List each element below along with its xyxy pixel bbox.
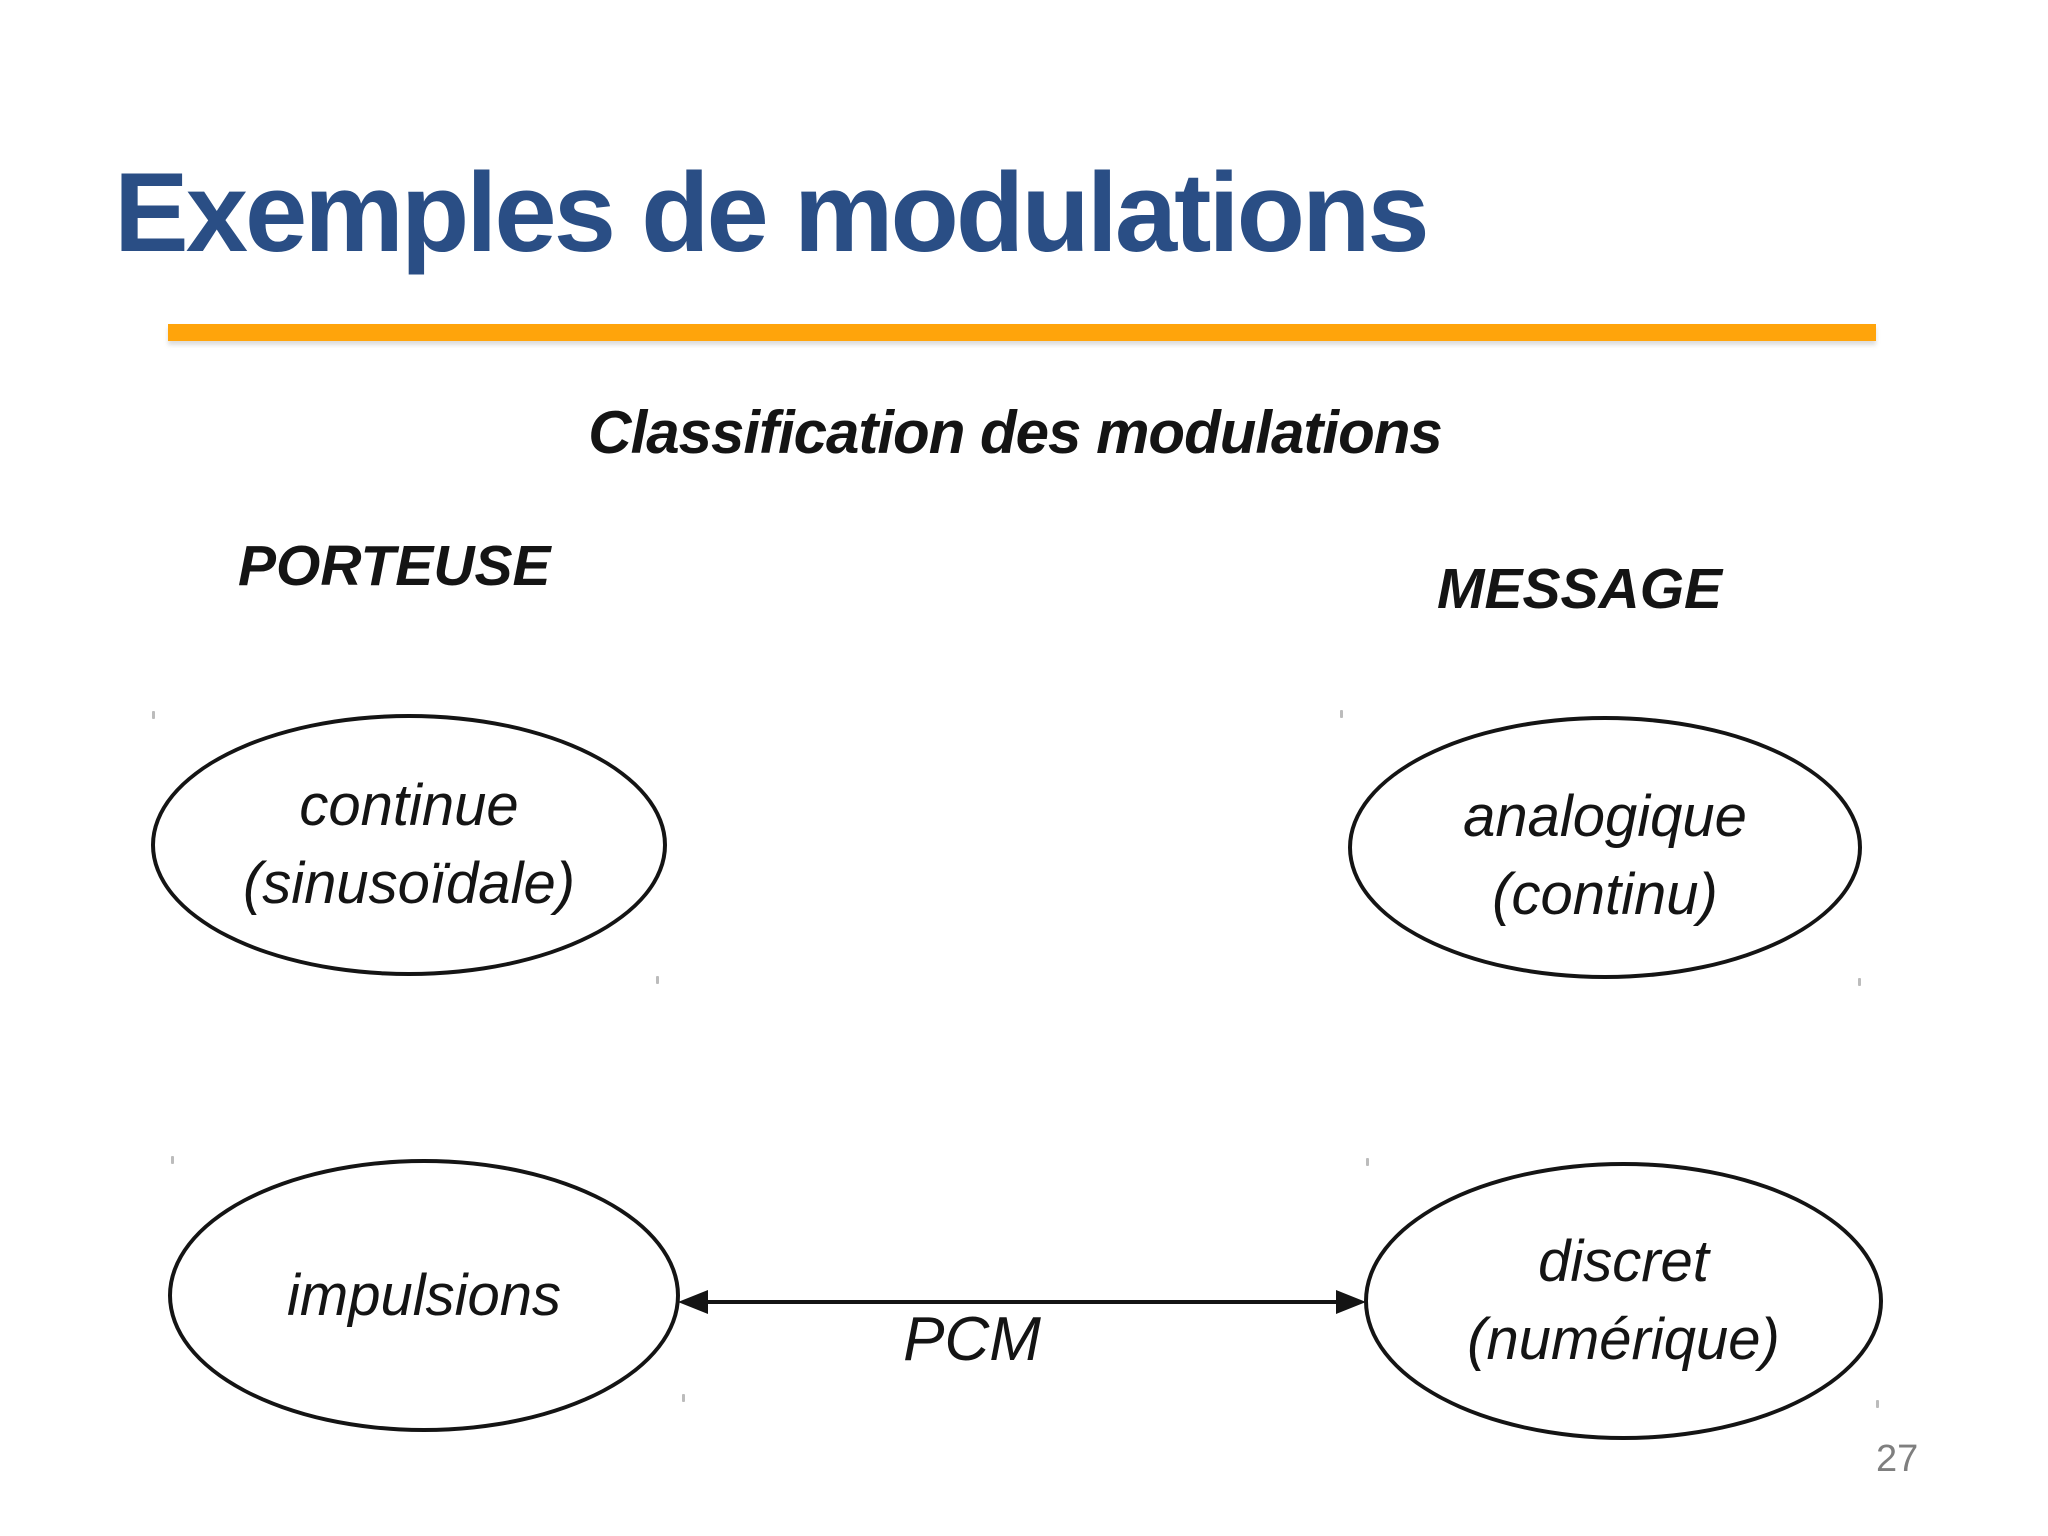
slide-title: Exemples de modulations — [114, 150, 1430, 275]
diagram-title: Classification des modulations — [588, 399, 1443, 466]
node-label: discret (numérique) — [1467, 1223, 1780, 1379]
column-header-porteuse: PORTEUSE — [238, 534, 551, 598]
pcm-double-arrow — [678, 1290, 1366, 1314]
node-label-line2: (continu) — [1492, 861, 1718, 927]
artifact-mark — [152, 711, 155, 719]
node-label-line1: continue — [299, 773, 519, 838]
artifact-mark — [656, 976, 659, 984]
pcm-connector-label: PCM — [903, 1305, 1041, 1374]
node-porteuse-continue: continue (sinusoïdale) — [151, 714, 667, 976]
node-message-analogique: analogique (continu) — [1348, 716, 1862, 979]
node-label: continue (sinusoïdale) — [243, 767, 575, 923]
artifact-mark — [1858, 978, 1861, 986]
node-porteuse-impulsions: impulsions — [168, 1159, 680, 1432]
node-label: analogique (continu) — [1463, 762, 1747, 934]
artifact-mark — [1366, 1158, 1369, 1166]
node-label-line1: discret — [1538, 1229, 1709, 1294]
node-label-line2: (sinusoïdale) — [242, 851, 576, 916]
node-label: impulsions — [287, 1257, 561, 1335]
artifact-mark — [1340, 710, 1343, 718]
artifact-mark — [682, 1394, 685, 1402]
node-label-line2: (numérique) — [1467, 1307, 1780, 1372]
artifact-mark — [171, 1156, 174, 1164]
column-header-message: MESSAGE — [1437, 557, 1723, 621]
node-label-line1: impulsions — [287, 1262, 561, 1328]
artifact-mark — [1876, 1400, 1879, 1408]
title-underline-bar — [168, 324, 1876, 341]
node-label-line1: analogique — [1463, 783, 1747, 849]
node-message-discret: discret (numérique) — [1364, 1162, 1883, 1440]
page-number: 27 — [1876, 1438, 1919, 1480]
